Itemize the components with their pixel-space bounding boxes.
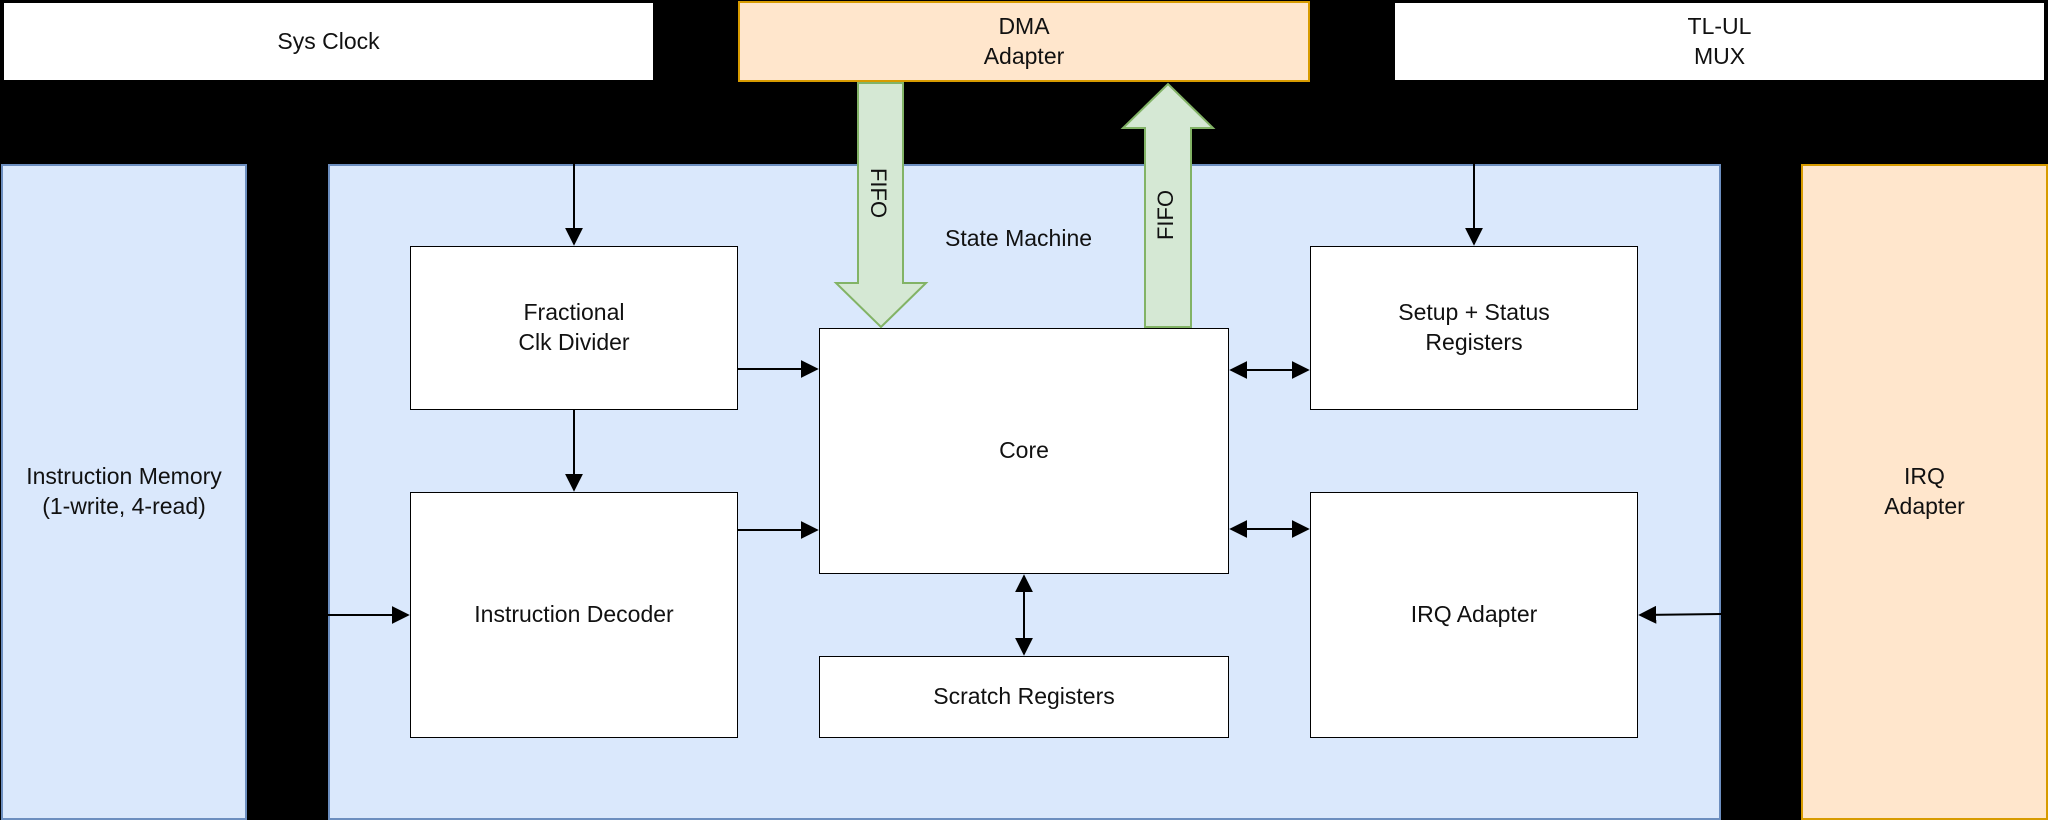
state-machine-title: State Machine	[945, 225, 1093, 251]
fifo-out-label: FIFO	[1153, 190, 1178, 240]
tlul-mux-block: TL-UL MUX	[1393, 1, 2046, 82]
sys-clock-label: Sys Clock	[277, 27, 380, 54]
irq-outer-to-inner-connector	[1638, 605, 1722, 624]
instruction-decoder-label: Instruction Decoder	[474, 601, 674, 628]
instruction-memory-label: Instruction Memory (1-write, 4-read)	[26, 463, 222, 519]
scratch-registers-block: Scratch Registers	[819, 656, 1229, 738]
dma-adapter-label: DMA Adapter	[983, 12, 1065, 69]
irq-adapter-inner-block: IRQ Adapter	[1310, 492, 1638, 738]
instruction-decoder-block: Instruction Decoder	[410, 492, 738, 738]
scratch-registers-label: Scratch Registers	[933, 683, 1115, 710]
fractional-clk-divider-block: Fractional Clk Divider	[410, 246, 738, 410]
setup-status-registers-label: Setup + Status Registers	[1398, 299, 1550, 355]
core-label: Core	[999, 437, 1049, 464]
core-block: Core	[819, 328, 1229, 574]
dma-adapter-block: DMA Adapter	[738, 1, 1310, 82]
instruction-memory-block: Instruction Memory (1-write, 4-read)	[1, 164, 247, 820]
irq-adapter-outer-label: IRQ Adapter	[1884, 463, 1965, 519]
irq-adapter-inner-label: IRQ Adapter	[1410, 601, 1538, 628]
fifo-in-arrow: FIFO	[833, 82, 929, 329]
sys-clock-block: Sys Clock	[2, 1, 655, 82]
setup-status-registers-block: Setup + Status Registers	[1310, 246, 1638, 410]
irq-adapter-outer-block: IRQ Adapter	[1801, 164, 2048, 820]
tlul-mux-label: TL-UL MUX	[1687, 12, 1752, 69]
fifo-out-arrow: FIFO	[1120, 82, 1216, 328]
fractional-clk-divider-label: Fractional Clk Divider	[518, 299, 630, 355]
fifo-in-label: FIFO	[866, 168, 891, 218]
